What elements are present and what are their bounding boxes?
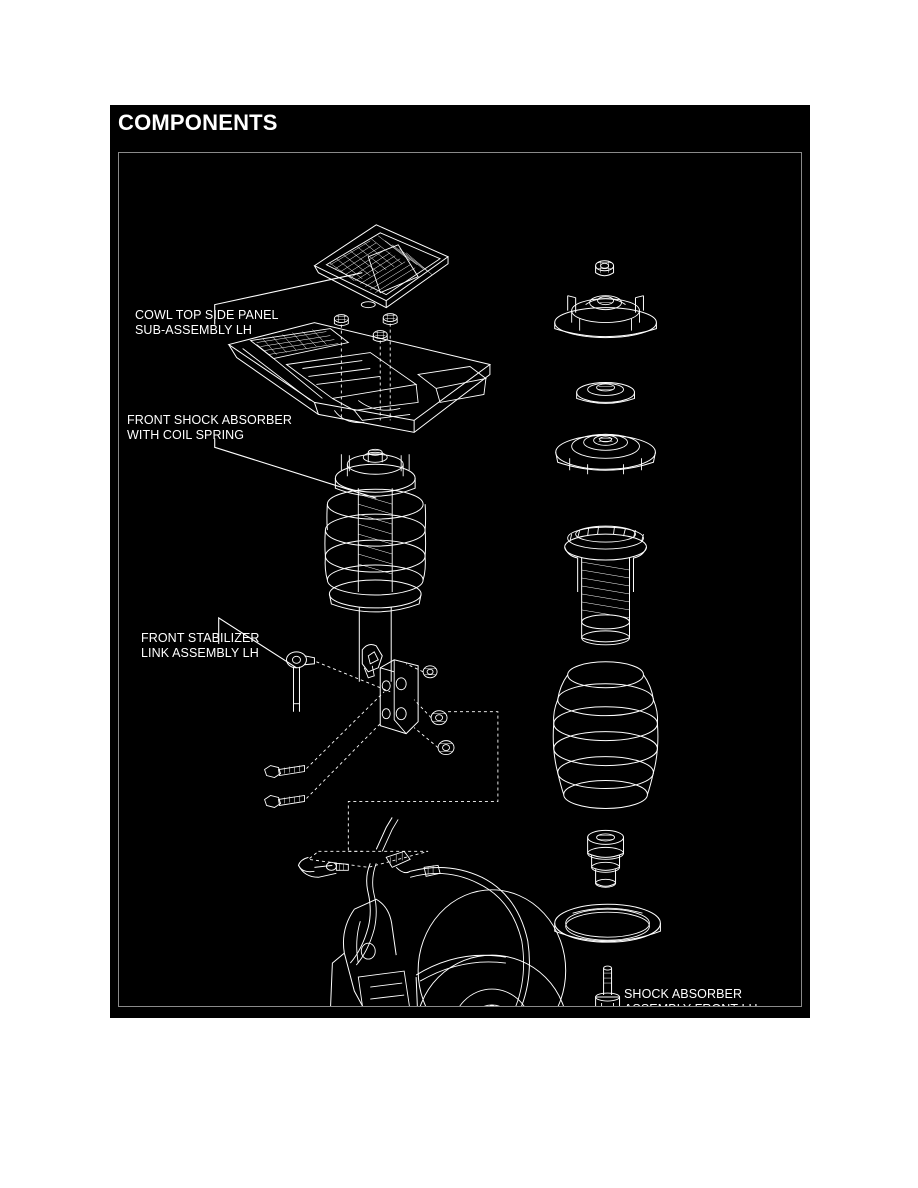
strut-to-knuckle-nuts (422, 665, 455, 756)
front-coil-spring (552, 661, 659, 809)
spring-upper-seat-with-bearing (555, 433, 656, 475)
callout-cowl-line1: COWL TOP SIDE PANEL (135, 308, 279, 322)
callout-strut-line1: FRONT SHOCK ABSORBER (127, 413, 292, 427)
callout-front-shock-absorber: FRONT SHOCK ABSORBER WITH COIL SPRING (127, 413, 292, 443)
exploded-view-drawing (214, 224, 661, 1006)
exploded-diagram-canvas: COWL TOP SIDE PANEL SUB-ASSEMBLY LH FRON… (118, 152, 802, 1007)
page-title: COMPONENTS (118, 110, 278, 135)
callout-shock-absorber-front: SHOCK ABSORBER ASSEMBLY FRONT LH (624, 987, 758, 1006)
front-suspension-apron-panel (227, 322, 492, 433)
callout-front-stabilizer-link: FRONT STABILIZER LINK ASSEMBLY LH (141, 631, 260, 661)
callout-stab-line1: FRONT STABILIZER (141, 631, 260, 645)
callout-shock-line1: SHOCK ABSORBER (624, 987, 743, 1001)
callout-stab-line2: LINK ASSEMBLY LH (141, 646, 259, 660)
callout-shock-line2: ASSEMBLY FRONT LH (624, 1002, 758, 1006)
callout-cowl-line2: SUB-ASSEMBLY LH (135, 323, 253, 337)
components-figure-panel: COMPONENTS (110, 105, 810, 1018)
callout-strut-line2: WITH COIL SPRING (127, 428, 245, 442)
shock-absorber-bump-stopper (587, 829, 625, 888)
shock-absorber-dust-boot (564, 525, 647, 646)
shock-absorber-assembly-front-lh (595, 965, 621, 1006)
suspension-support-dust-cover (576, 381, 635, 404)
suspension-support-nut (595, 260, 615, 277)
front-stabilizer-link-assembly-lh (286, 651, 315, 712)
callout-cowl-top-side-panel: COWL TOP SIDE PANEL SUB-ASSEMBLY LH (135, 308, 279, 338)
steering-knuckle-with-brake-disc (297, 850, 567, 1006)
cowl-top-side-panel-sub-assembly-lh (313, 224, 450, 309)
speed-sensor-wire-harness (349, 817, 530, 1006)
strut-to-knuckle-bolts (264, 765, 305, 808)
suspension-support-mounting-nuts (333, 313, 398, 343)
front-shock-absorber-with-coil-spring (324, 448, 427, 735)
front-suspension-support (554, 295, 657, 339)
spring-lower-insulator-seat (554, 903, 661, 943)
